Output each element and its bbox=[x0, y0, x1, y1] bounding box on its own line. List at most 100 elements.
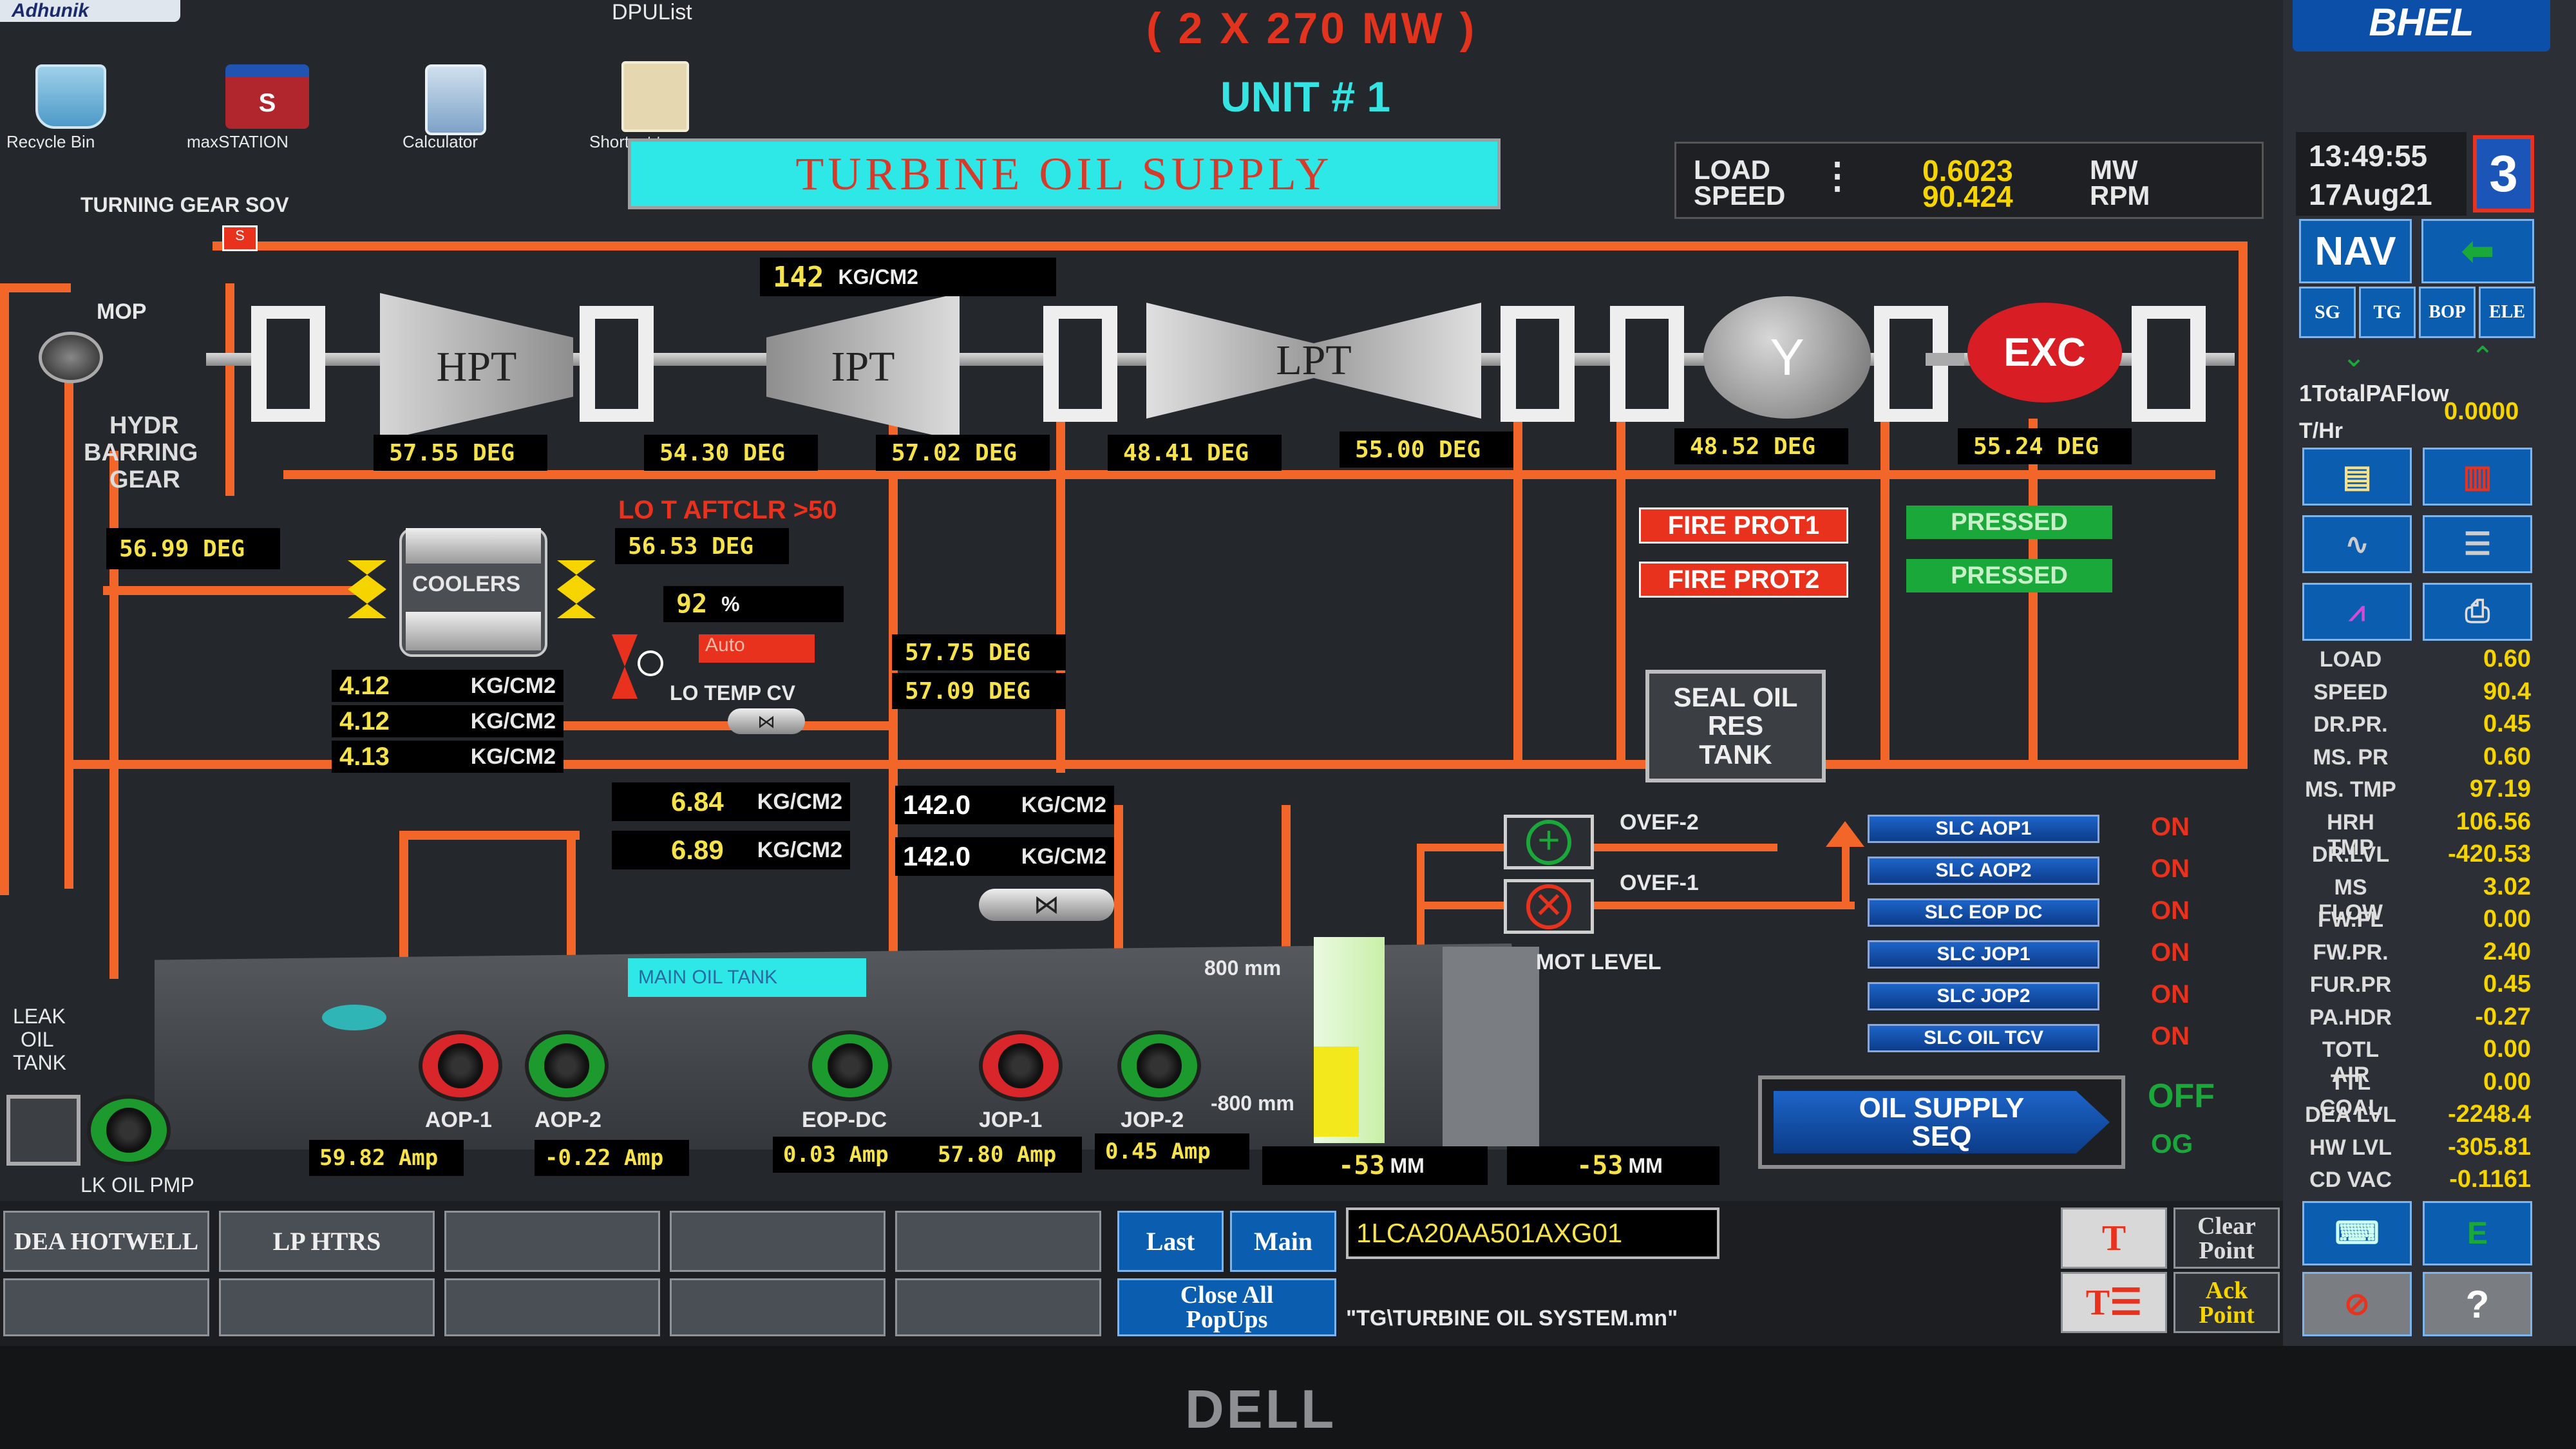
pressed-indicator-2: PRESSED bbox=[1906, 559, 2112, 592]
report-icon[interactable]: ▤ bbox=[2302, 448, 2412, 506]
exit-icon[interactable]: E bbox=[2423, 1201, 2532, 1265]
slc-jop1-button[interactable]: SLC JOP1 bbox=[1868, 940, 2099, 969]
jop-isolating-valve[interactable]: ⋈ bbox=[979, 889, 1114, 921]
lk-oil-pump[interactable] bbox=[87, 1095, 171, 1166]
tab-bop[interactable]: BOP bbox=[2419, 287, 2476, 338]
aop-pipe-h bbox=[399, 831, 580, 840]
seal-oil-label-2: RES bbox=[1707, 710, 1764, 741]
bearing-2 bbox=[580, 306, 654, 422]
dea-hotwell-button[interactable]: DEA HOTWELL bbox=[3, 1211, 209, 1272]
calculator-icon[interactable] bbox=[425, 64, 486, 135]
blank-button-2[interactable] bbox=[670, 1211, 886, 1272]
recycle-bin-icon[interactable] bbox=[35, 64, 106, 129]
lp-htrs-button[interactable]: LP HTRS bbox=[219, 1211, 435, 1272]
alarm-mute-icon[interactable]: ⊘ bbox=[2302, 1272, 2412, 1336]
close-all-popups-button[interactable]: Close All PopUps bbox=[1117, 1278, 1336, 1336]
printer-icon[interactable]: ⎙ bbox=[2423, 583, 2532, 641]
left-pipe-4 bbox=[225, 283, 234, 496]
side-value-totl-air: 0.00 bbox=[2483, 1036, 2531, 1063]
side-label-ttl-coal: TTL COAL bbox=[2319, 1070, 2382, 1120]
maxstation-icon[interactable]: S bbox=[225, 64, 309, 129]
ovef-pipe-r bbox=[1842, 831, 1850, 909]
blank-button-3[interactable] bbox=[895, 1211, 1101, 1272]
turning-gear-sov-valve[interactable]: S bbox=[222, 225, 258, 251]
side-label-hw-lvl: HW LVL bbox=[2309, 1135, 2392, 1160]
cooler-valve-right[interactable] bbox=[557, 560, 596, 618]
tab-tg[interactable]: TG bbox=[2359, 287, 2416, 338]
side-label-ms-flow: MS FLOW bbox=[2318, 875, 2383, 925]
keyboard-icon[interactable]: ⌨ bbox=[2302, 1201, 2412, 1265]
left-loop-top bbox=[0, 283, 71, 292]
side-label-totl-air: TOTL AIR bbox=[2322, 1037, 2380, 1087]
mot-pipe bbox=[1282, 805, 1291, 966]
trend-point-icon[interactable]: T bbox=[2061, 1208, 2167, 1269]
speed-label: SPEED bbox=[1694, 180, 1786, 211]
blank-button-6[interactable] bbox=[444, 1278, 660, 1336]
bar-chart-icon[interactable]: ▥ bbox=[2423, 448, 2532, 506]
ovef1-valve[interactable]: ✕ bbox=[1504, 879, 1594, 934]
lo-temp-cv-valve[interactable] bbox=[612, 634, 638, 699]
graph-icon[interactable]: ⩘ bbox=[2302, 583, 2412, 641]
side-label-load: LOAD bbox=[2319, 647, 2382, 672]
screen-number[interactable]: 3 bbox=[2473, 135, 2534, 213]
ovef2-valve[interactable]: + bbox=[1504, 815, 1594, 869]
shortcut-icon[interactable] bbox=[621, 61, 689, 132]
chevron-down-icon[interactable]: ⌄ bbox=[2342, 341, 2366, 373]
flow-label: 1TotalPAFlow bbox=[2299, 380, 2449, 406]
blank-button-7[interactable] bbox=[670, 1278, 886, 1336]
bearing-temp-5: 55.00 DEG bbox=[1340, 431, 1513, 468]
screen-path: "TG\TURBINE OIL SYSTEM.mn" bbox=[1346, 1306, 1678, 1331]
main-button[interactable]: Main bbox=[1230, 1211, 1336, 1272]
side-label-ms-tmp: MS. TMP bbox=[2305, 777, 2396, 802]
blank-button-8[interactable] bbox=[895, 1278, 1101, 1336]
leak-oil-vapour-fan bbox=[322, 1005, 386, 1030]
list-icon[interactable]: ☰ bbox=[2423, 515, 2532, 573]
slc-eop-dc-button[interactable]: SLC EOP DC bbox=[1868, 898, 2099, 927]
slc-oil-tcv-button[interactable]: SLC OIL TCV bbox=[1868, 1024, 2099, 1052]
cv-mode-indicator[interactable]: Auto bbox=[699, 634, 815, 663]
blank-button-4[interactable] bbox=[3, 1278, 209, 1336]
slc-aop1-status: ON bbox=[2151, 813, 2190, 841]
trend-icon[interactable]: ∿ bbox=[2302, 515, 2412, 573]
blank-button-5[interactable] bbox=[219, 1278, 435, 1336]
lube-pressure-2-value: 6.89 bbox=[671, 835, 724, 865]
chevron-up-icon[interactable]: ⌃ bbox=[2470, 341, 2495, 373]
lube-pipe-v2 bbox=[1056, 361, 1065, 773]
seal-oil-label-3: TANK bbox=[1699, 739, 1772, 770]
aop-1-label: AOP-1 bbox=[425, 1108, 492, 1132]
eop-dc-pump[interactable] bbox=[808, 1030, 892, 1101]
clear-point-button[interactable]: Clear Point bbox=[2174, 1208, 2280, 1269]
trend-list-icon[interactable]: T☰ bbox=[2061, 1272, 2167, 1333]
point-id-field[interactable]: 1LCA20AA501AXG01 bbox=[1346, 1208, 1719, 1259]
cooler-pressure-3-value: 4.13 bbox=[339, 742, 390, 771]
slc-aop2-button[interactable]: SLC AOP2 bbox=[1868, 857, 2099, 885]
back-arrow-button[interactable]: ⬅ bbox=[2421, 219, 2534, 283]
coolers-label: COOLERS bbox=[412, 572, 521, 596]
side-label-dr-lvl: DR.LVL bbox=[2311, 842, 2390, 867]
tab-ele[interactable]: ELE bbox=[2479, 287, 2535, 338]
jop-1-pump[interactable] bbox=[979, 1030, 1063, 1101]
fire-prot2-alarm: FIRE PROT2 bbox=[1639, 562, 1848, 598]
help-button[interactable]: ? bbox=[2423, 1272, 2532, 1336]
cooler-valve-left[interactable] bbox=[348, 560, 386, 618]
cooler-pressure-1-unit: KG/CM2 bbox=[470, 673, 556, 698]
bearing-temp-6: 48.52 DEG bbox=[1674, 428, 1848, 464]
load-label: LOAD bbox=[1694, 155, 1770, 185]
ack-point-button[interactable]: Ack Point bbox=[2174, 1272, 2280, 1333]
mop-pump bbox=[39, 332, 103, 383]
last-button[interactable]: Last bbox=[1117, 1211, 1224, 1272]
oil-supply-seq-button[interactable]: OIL SUPPLY SEQ bbox=[1758, 1075, 2125, 1169]
aop-1-pump[interactable] bbox=[419, 1030, 502, 1101]
jop-2-pump[interactable] bbox=[1117, 1030, 1201, 1101]
side-value-hrh-tmp: 106.56 bbox=[2456, 808, 2531, 835]
lo-temp-cv-bypass[interactable]: ⋈ bbox=[728, 708, 805, 734]
slc-jop2-button[interactable]: SLC JOP2 bbox=[1868, 982, 2099, 1010]
ovef2-status-icon: + bbox=[1526, 819, 1571, 865]
tab-sg[interactable]: SG bbox=[2299, 287, 2356, 338]
slc-aop1-button[interactable]: SLC AOP1 bbox=[1868, 815, 2099, 843]
aop-2-pump[interactable] bbox=[525, 1030, 609, 1101]
blank-button-1[interactable] bbox=[444, 1211, 660, 1272]
nav-button[interactable]: NAV bbox=[2299, 219, 2412, 283]
